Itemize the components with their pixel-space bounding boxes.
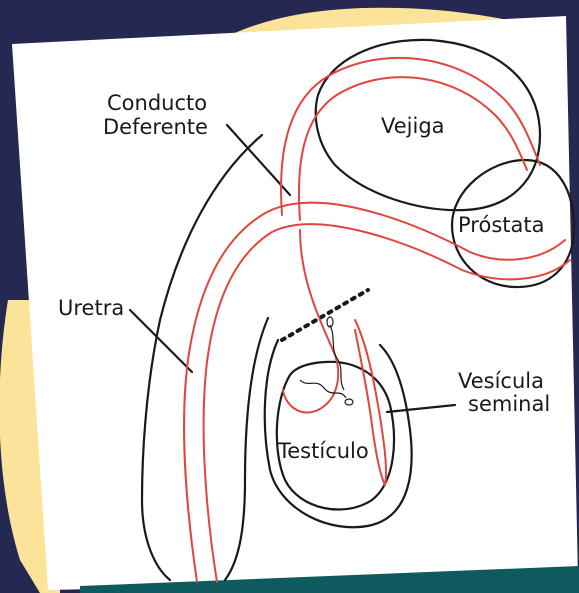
urethra-duct-inner: [202, 223, 571, 583]
label-prostata: Próstata: [458, 213, 544, 237]
uretra-pointer: [128, 308, 194, 374]
urethra-duct-outer: [183, 201, 566, 583]
seminal-duct: [282, 229, 387, 486]
scrotum-outline: [263, 338, 413, 529]
label-conducto-deferente-line1: Conducto: [107, 91, 207, 115]
sperm-1: [329, 324, 345, 391]
sperm-head-2: [344, 398, 354, 406]
sperm-2: [299, 379, 347, 399]
vesicula-pointer: [385, 403, 457, 414]
label-vesicula-line1: Vesícula: [458, 369, 544, 393]
bladder-outline: [314, 38, 542, 212]
testicle-outline: [275, 360, 396, 511]
vas-deferens-inner: [297, 76, 528, 221]
conducto-pointer: [225, 123, 292, 197]
penis-outline-right: [223, 316, 270, 582]
label-vesicula-line2: seminal: [468, 392, 550, 416]
dotted-marker: [280, 288, 370, 342]
sperm-head-1: [326, 316, 334, 328]
paper-card: [12, 16, 578, 590]
label-testiculo: Testículo: [277, 439, 369, 463]
footer-strip: [80, 566, 579, 593]
label-conducto-deferente-line2: Deferente: [103, 115, 208, 139]
label-vejiga: Vejiga: [381, 114, 445, 138]
penis-outline-left: [140, 133, 264, 582]
vas-deferens-outer: [280, 56, 541, 216]
prostate-outline: [450, 158, 576, 289]
label-uretra: Uretra: [58, 296, 124, 320]
